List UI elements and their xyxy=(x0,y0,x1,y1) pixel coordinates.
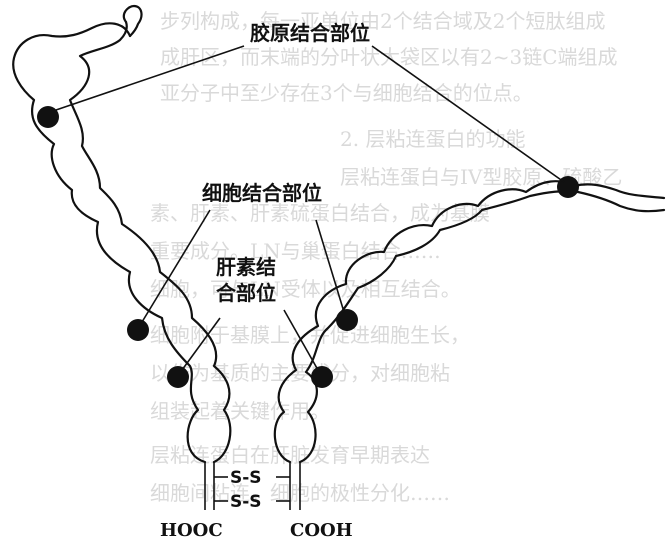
background-text-line: 细胞附于基膜上，并促进细胞生长， xyxy=(150,323,470,347)
left-chain-top-knob xyxy=(122,4,143,38)
heparin-binding-site-dot-right xyxy=(311,366,333,388)
background-text-line: 组装起着关键作用。 xyxy=(150,399,330,423)
background-text-line: 细胞，可与LN受体以及相互结合。 xyxy=(150,277,461,301)
heparin-binding-site-label-line2: 合部位 xyxy=(216,281,276,305)
background-text-line: 重要成分。LN与巢蛋白结合…… xyxy=(150,239,441,263)
collagen-binding-site-dot-left xyxy=(37,106,59,128)
background-text-line: 以作为基质的主要成分，对细胞粘 xyxy=(150,361,450,385)
cell-leader-line-right xyxy=(315,219,345,313)
background-text-line: 2. 层粘连蛋白的功能 xyxy=(340,127,525,151)
background-text-line: 步列构成，每一亚单位由2个结合域及2个短肽组成 xyxy=(160,9,605,33)
heparin-leader-line-left xyxy=(181,317,221,371)
heparin-binding-site-label-line1: 肝素结 xyxy=(216,255,276,279)
cell-leader-line-left xyxy=(141,209,211,323)
background-text-line: 亚分子中至少存在3个与细胞结合的位点。 xyxy=(160,81,533,105)
right-terminus-label: COOH xyxy=(290,520,353,541)
left-chain-inner-outline xyxy=(68,20,232,464)
left-terminus-label: HOOC xyxy=(160,520,223,541)
upper-disulfide-bond-label: S-S xyxy=(230,468,262,488)
heparin-binding-site-dot-left xyxy=(167,366,189,388)
collagen-leader-line-right xyxy=(371,45,565,183)
collagen-binding-site-label: 胶原结合部位 xyxy=(250,21,370,45)
lower-disulfide-bond-label: S-S xyxy=(230,492,262,512)
cell-binding-site-dot-right xyxy=(336,309,358,331)
collagen-leader-line-left xyxy=(55,45,245,111)
cell-binding-site-dot-left xyxy=(127,319,149,341)
heparin-leader-line-right xyxy=(283,309,319,371)
left-chain-outer-outline xyxy=(12,22,207,464)
cell-binding-site-label: 细胞结合部位 xyxy=(202,181,322,205)
background-text-line: 素、肝素、肝素硫蛋白结合，成为基膜 xyxy=(150,201,490,225)
